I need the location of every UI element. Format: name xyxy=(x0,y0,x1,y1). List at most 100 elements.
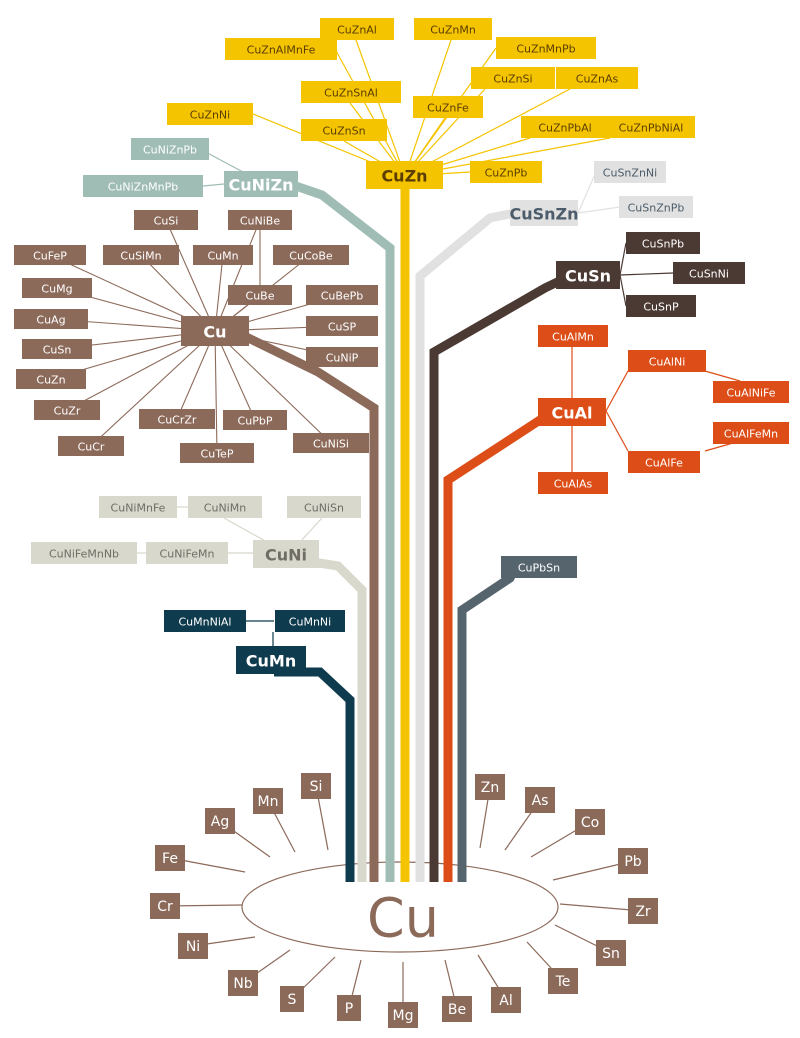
svg-text:CuBe: CuBe xyxy=(246,290,275,303)
alloy-cusimn: CuSiMn xyxy=(103,245,179,265)
connector-line xyxy=(334,48,406,177)
element-sn: Sn xyxy=(596,940,626,966)
svg-text:P: P xyxy=(345,1001,353,1017)
connector-line xyxy=(202,183,225,187)
svg-text:CuCr: CuCr xyxy=(78,441,105,454)
element-te: Te xyxy=(548,968,578,994)
hub-cu: Cu xyxy=(181,316,249,346)
alloy-cuznpbnial: CuZnPbNiAl xyxy=(607,116,695,138)
alloy-cunizn-pb: CuNiZnPb xyxy=(131,138,209,160)
alloy-cual-ni: CuAlNi xyxy=(628,350,706,372)
alloy-cusn-ni: CuSnNi xyxy=(673,262,745,284)
svg-text:Be: Be xyxy=(448,1002,466,1018)
svg-text:Si: Si xyxy=(310,779,323,795)
alloy-cuznsnal: CuZnSnAl xyxy=(301,81,401,103)
svg-text:Nb: Nb xyxy=(233,976,252,992)
alloy-cuznmn: CuZnMn xyxy=(414,18,492,40)
hub-cusn: CuSn xyxy=(556,261,620,289)
svg-text:CuSP: CuSP xyxy=(328,321,357,334)
svg-text:As: As xyxy=(532,793,549,809)
cupbsn-trunk xyxy=(457,565,520,882)
hub-cuzn: CuZn xyxy=(366,161,443,189)
element-s: S xyxy=(280,986,304,1012)
svg-text:CuAlNiFe: CuAlNiFe xyxy=(726,387,775,400)
svg-text:CuMg: CuMg xyxy=(41,283,72,296)
svg-text:CuMnNi: CuMnNi xyxy=(289,616,331,629)
svg-text:CuFeP: CuFeP xyxy=(33,250,67,263)
alloy-cutep: CuTeP xyxy=(180,443,254,463)
alloy-cual-as: CuAlAs xyxy=(538,472,608,494)
alloy-cumn-nial: CuMnNiAl xyxy=(164,610,246,632)
svg-text:CuZnSnAl: CuZnSnAl xyxy=(324,87,378,100)
copper-center-label: Cu xyxy=(367,887,439,950)
svg-text:Ag: Ag xyxy=(211,814,229,830)
svg-text:CuZnPbNiAl: CuZnPbNiAl xyxy=(619,122,684,135)
alloy-cusp: CuSP xyxy=(306,316,378,336)
svg-text:CuZnMn: CuZnMn xyxy=(430,24,476,37)
svg-text:CuZnFe: CuZnFe xyxy=(427,102,469,115)
svg-text:Sn: Sn xyxy=(602,946,620,962)
connector-line xyxy=(619,274,627,307)
svg-text:CuSnNi: CuSnNi xyxy=(689,268,729,281)
svg-text:CuSnP: CuSnP xyxy=(643,301,679,314)
svg-text:CuNiSn: CuNiSn xyxy=(304,502,344,515)
element-ag: Ag xyxy=(205,808,235,834)
alloy-cuznsn: CuZnSn xyxy=(301,119,387,141)
alloy-cunizn-mnpb: CuNiZnMnPb xyxy=(83,175,203,197)
alloy-cusi: CuSi xyxy=(134,210,198,230)
svg-text:CuZn: CuZn xyxy=(381,167,427,186)
hub-cupbsn: CuPbSn xyxy=(501,556,577,578)
alloy-cusnzn-ni: CuSnZnNi xyxy=(594,161,666,183)
alloy-cuzn: CuZn xyxy=(16,369,86,389)
svg-text:CuMn: CuMn xyxy=(207,250,238,263)
connector-line xyxy=(704,370,741,382)
svg-text:Mg: Mg xyxy=(393,1008,414,1024)
svg-text:Cr: Cr xyxy=(157,899,173,915)
hub-cual: CuAl xyxy=(538,398,606,426)
connector-line xyxy=(619,272,674,276)
svg-text:CuSn: CuSn xyxy=(43,344,72,357)
alloy-cumg: CuMg xyxy=(22,278,92,298)
alloy-cucrzr: CuCrZr xyxy=(139,409,215,429)
svg-text:CuNiBe: CuNiBe xyxy=(240,215,280,228)
element-be: Be xyxy=(442,996,472,1022)
element-mn: Mn xyxy=(253,788,283,814)
svg-text:CuCoBe: CuCoBe xyxy=(289,250,333,263)
alloy-cufep: CuFeP xyxy=(14,245,86,265)
svg-text:CuPbSn: CuPbSn xyxy=(518,562,560,575)
svg-text:CuPbP: CuPbP xyxy=(238,415,273,428)
alloy-cual-nife: CuAlNiFe xyxy=(713,381,789,403)
connector-line xyxy=(355,39,406,177)
svg-text:CuSnZnNi: CuSnZnNi xyxy=(603,167,657,180)
svg-text:CuZnAlMnFe: CuZnAlMnFe xyxy=(247,44,316,57)
svg-text:CuSnZnPb: CuSnZnPb xyxy=(628,202,685,215)
svg-text:CuAlMn: CuAlMn xyxy=(552,331,594,344)
connector-line xyxy=(605,410,629,452)
connector-line xyxy=(299,517,323,543)
element-co: Co xyxy=(575,809,605,835)
svg-text:CuZnAl: CuZnAl xyxy=(337,24,377,37)
svg-text:CuZr: CuZr xyxy=(54,405,81,418)
element-pb: Pb xyxy=(618,848,648,874)
svg-text:CuSiMn: CuSiMn xyxy=(120,250,161,263)
svg-text:CuSnZn: CuSnZn xyxy=(509,205,578,224)
svg-text:CuTeP: CuTeP xyxy=(201,448,234,461)
svg-text:CuZnNi: CuZnNi xyxy=(190,109,230,122)
alloy-cuznfe: CuZnFe xyxy=(413,96,483,118)
element-zn: Zn xyxy=(475,774,505,800)
alloy-cuni-femnnb: CuNiFeMnNb xyxy=(31,542,137,564)
svg-text:CuMnNiAl: CuMnNiAl xyxy=(179,616,232,629)
base-ellipse xyxy=(241,861,559,953)
hub-cumn: CuMn xyxy=(236,646,306,674)
svg-text:CuZnSn: CuZnSn xyxy=(322,125,365,138)
connector-line xyxy=(605,370,629,412)
svg-text:CuZnSi: CuZnSi xyxy=(493,73,532,86)
alloy-cual-fe: CuAlFe xyxy=(628,451,700,473)
element-p: P xyxy=(337,995,361,1021)
alloy-cuznni: CuZnNi xyxy=(167,103,253,125)
alloy-cuni-femn: CuNiFeMn xyxy=(146,542,228,564)
svg-text:Zn: Zn xyxy=(481,780,499,796)
alloy-cuni-mnfe: CuNiMnFe xyxy=(99,496,177,518)
element-mg: Mg xyxy=(388,1002,418,1028)
